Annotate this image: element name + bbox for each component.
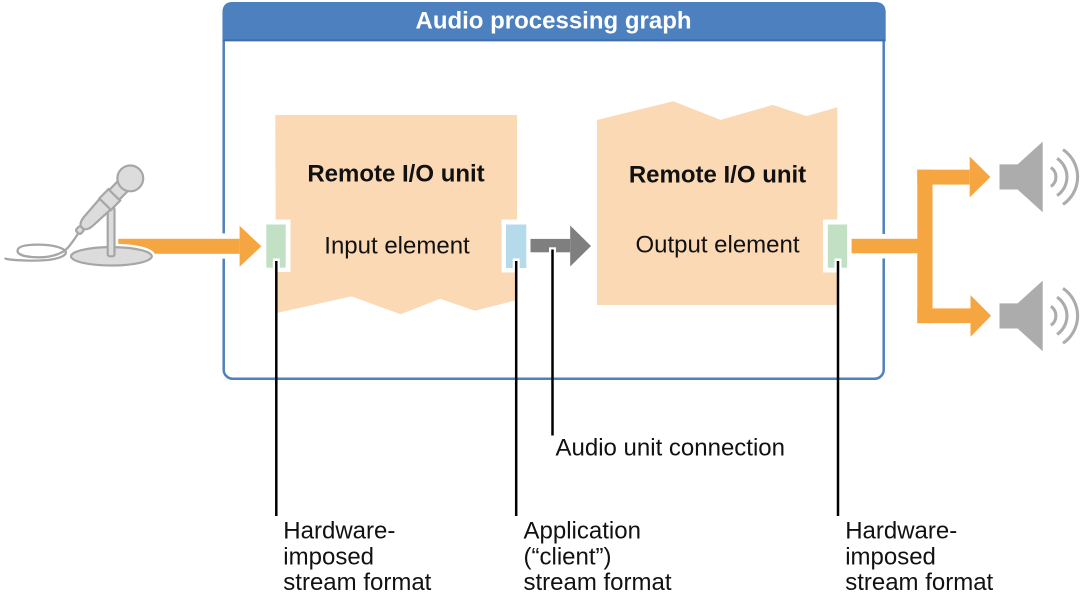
svg-text:imposed: imposed: [845, 543, 936, 570]
svg-text:Application: Application: [524, 518, 641, 545]
svg-text:(“client”): (“client”): [524, 543, 612, 570]
svg-text:Remote I/O unit: Remote I/O unit: [307, 160, 484, 187]
svg-text:Input element: Input element: [324, 232, 470, 259]
svg-text:Hardware-: Hardware-: [283, 518, 395, 545]
svg-text:stream format: stream format: [524, 569, 672, 596]
svg-text:imposed: imposed: [283, 543, 374, 570]
svg-text:Audio unit connection: Audio unit connection: [556, 435, 786, 462]
svg-text:Audio processing graph: Audio processing graph: [415, 8, 691, 35]
svg-text:stream format: stream format: [845, 569, 993, 596]
svg-text:Output element: Output element: [635, 231, 799, 258]
svg-text:Remote I/O unit: Remote I/O unit: [629, 161, 806, 188]
svg-text:stream format: stream format: [283, 569, 431, 596]
svg-text:Hardware-: Hardware-: [845, 518, 957, 545]
